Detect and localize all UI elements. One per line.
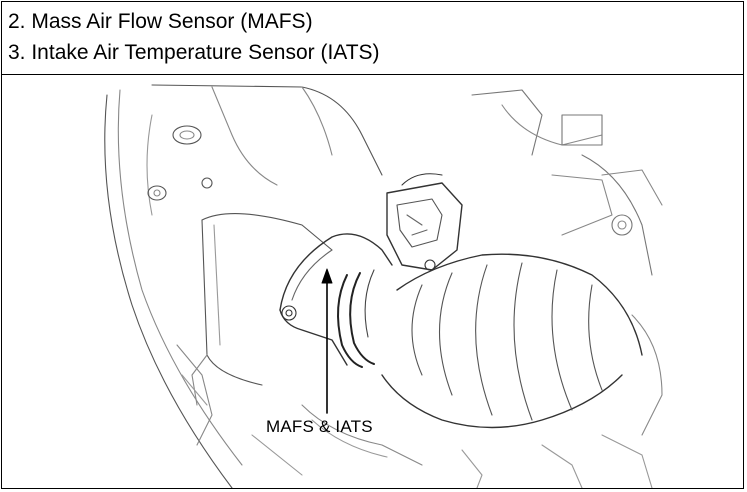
legend-item-mafs: 2. Mass Air Flow Sensor (MAFS)	[8, 10, 313, 33]
mafs-iats-callout-label: MAFS & IATS	[266, 417, 373, 436]
legend-header: 2. Mass Air Flow Sensor (MAFS) 3. Intake…	[2, 2, 743, 75]
legend-item-iats: 3. Intake Air Temperature Sensor (IATS)	[8, 41, 380, 64]
engine-bay-illustration: MAFS & IATS	[2, 75, 743, 488]
engine-line-drawing	[104, 84, 663, 488]
